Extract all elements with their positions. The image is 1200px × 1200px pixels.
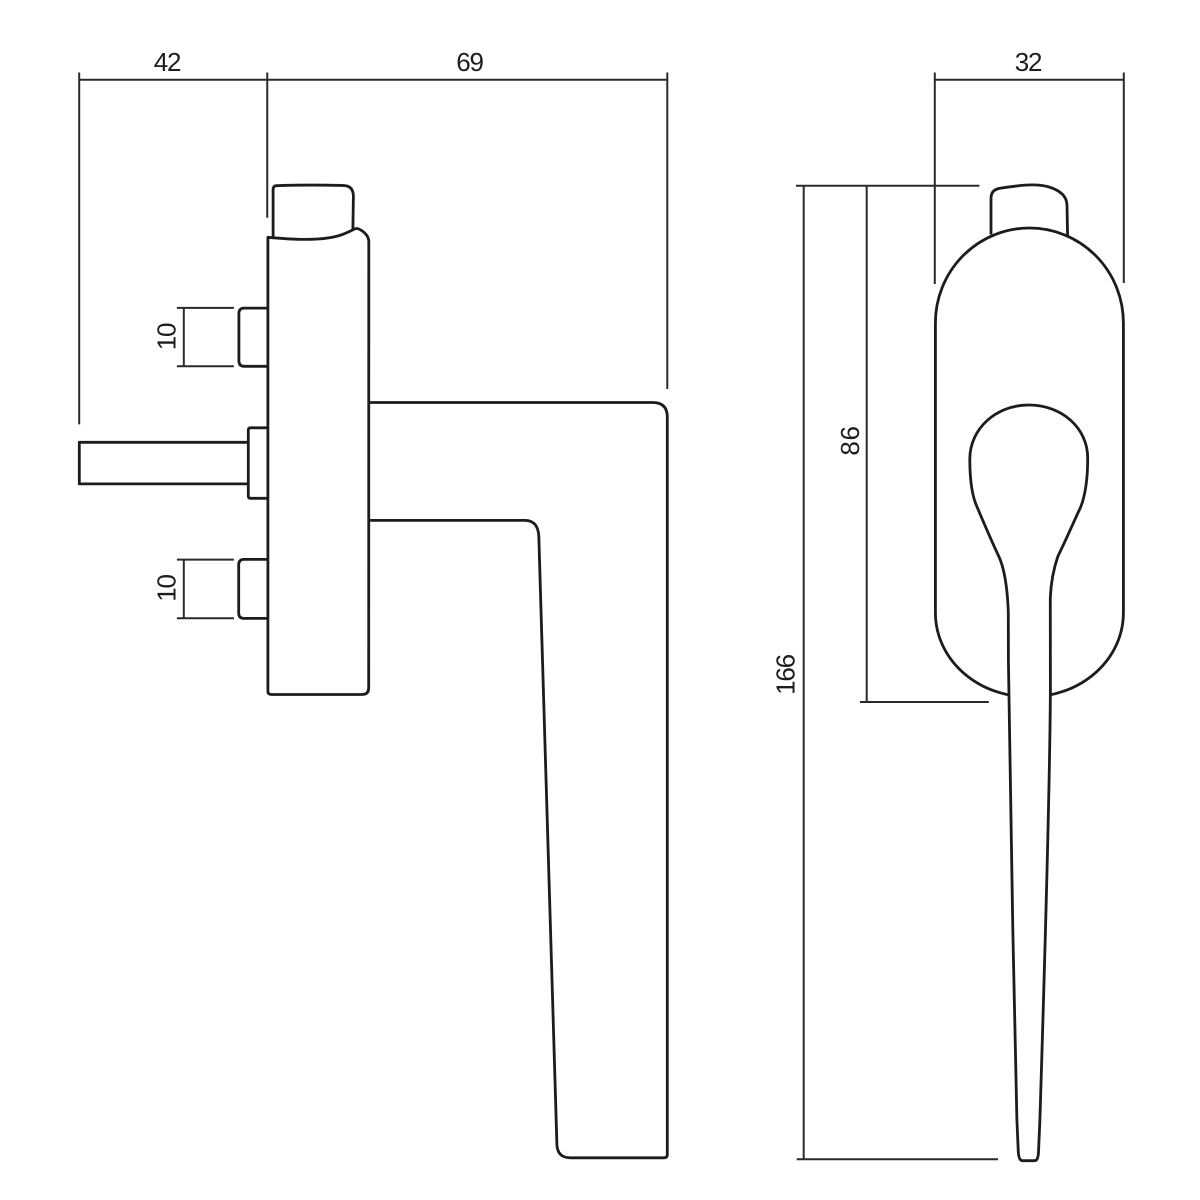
svg-text:69: 69 — [456, 47, 483, 77]
svg-text:32: 32 — [1015, 47, 1042, 77]
svg-text:86: 86 — [835, 425, 865, 455]
svg-text:166: 166 — [770, 654, 800, 695]
svg-text:10: 10 — [152, 575, 182, 602]
svg-text:10: 10 — [152, 323, 182, 350]
svg-text:42: 42 — [154, 47, 181, 77]
